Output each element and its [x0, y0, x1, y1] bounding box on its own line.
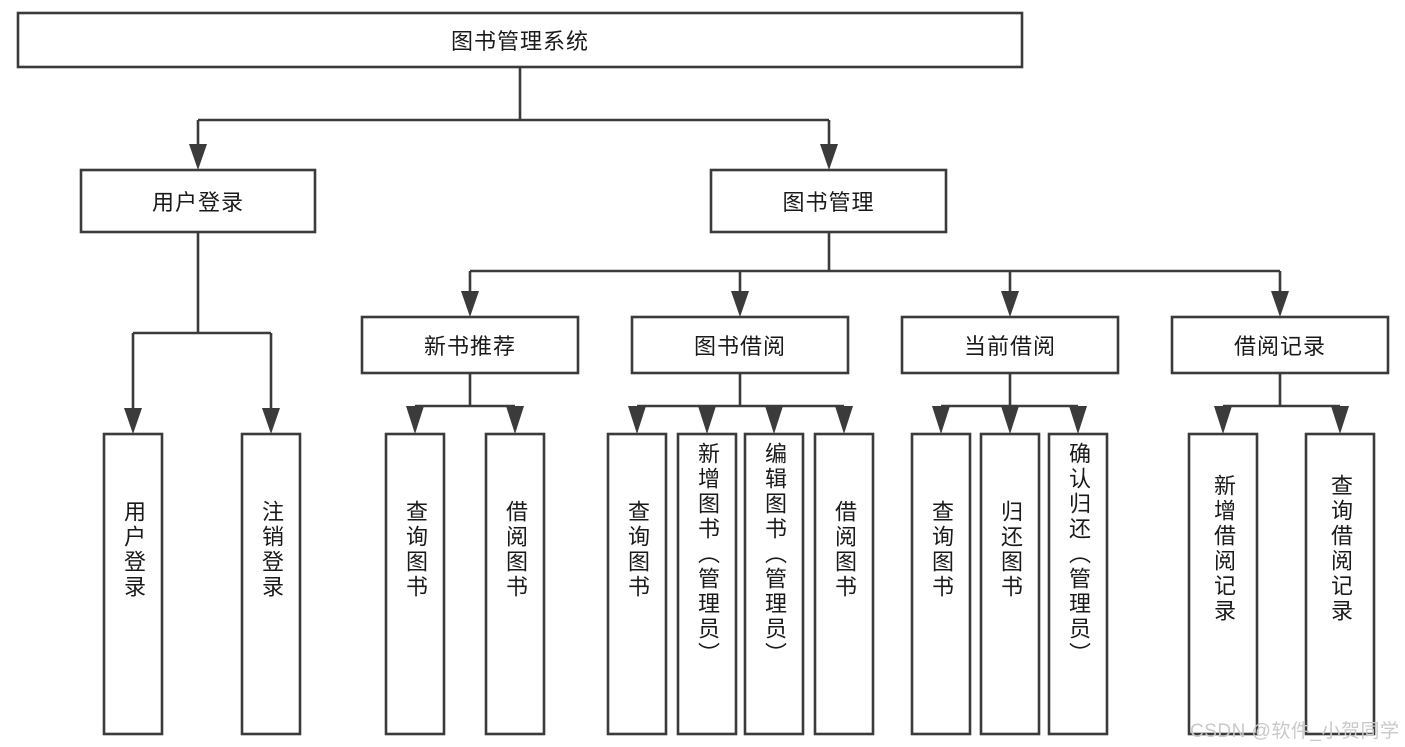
node-box-leaf-9[interactable]	[979, 432, 1041, 736]
arrow-head-icon-br-leaf2	[1331, 406, 1349, 434]
node-box-book-borrow[interactable]	[630, 315, 850, 375]
arrow-head-icon-records	[1271, 291, 1289, 317]
node-box-new-book-recommend[interactable]	[360, 315, 580, 375]
node-box-leaf-10[interactable]	[1047, 432, 1109, 736]
arrow-head-icon-bb-leaf4	[835, 406, 853, 434]
arrow-head-icon-borrow	[731, 291, 749, 317]
arrow-head-icon-bookmgmt	[820, 144, 838, 170]
arrow-head-icon-cb-leaf1	[932, 406, 950, 434]
node-box-leaf-6[interactable]	[743, 432, 805, 736]
arrow-head-icon-cb-leaf3	[1069, 406, 1087, 434]
arrow-head-icon-cb-leaf2	[1001, 406, 1019, 434]
arrow-head-icon-login	[189, 144, 207, 170]
node-box-leaf-3[interactable]	[484, 432, 546, 736]
arrow-head-icon-new-books	[461, 291, 479, 317]
arrow-head-icon-current	[1001, 291, 1019, 317]
node-box-leaf-5[interactable]	[676, 432, 738, 736]
node-box-leaf-0[interactable]	[102, 432, 164, 736]
arrow-head-icon-bb-leaf1	[628, 406, 646, 434]
node-box-book-management[interactable]	[709, 168, 948, 234]
node-box-leaf-4[interactable]	[606, 432, 668, 736]
csdn-watermark: CSDN @软件_小贺同学	[1190, 721, 1400, 742]
arrow-head-icon-login-leaf1	[124, 408, 142, 434]
node-box-user-login[interactable]	[79, 168, 317, 234]
arrow-head-icon-nb-leaf2	[506, 406, 524, 434]
arrow-head-icon-bb-leaf2	[698, 406, 716, 434]
node-box-leaf-1[interactable]	[240, 432, 302, 736]
node-box-root[interactable]	[16, 11, 1024, 69]
node-box-leaf-11[interactable]	[1187, 432, 1259, 736]
arrow-head-icon-bb-leaf3	[765, 406, 783, 434]
arrow-head-icon-br-leaf1	[1214, 406, 1232, 434]
node-box-borrow-records[interactable]	[1170, 315, 1390, 375]
arrow-head-icon-login-leaf2	[262, 408, 280, 434]
node-box-leaf-2[interactable]	[384, 432, 446, 736]
node-box-leaf-7[interactable]	[813, 432, 875, 736]
node-box-current-borrow[interactable]	[900, 315, 1120, 375]
node-box-leaf-8[interactable]	[910, 432, 972, 736]
node-box-leaf-12[interactable]	[1304, 432, 1376, 736]
arrow-head-icon-nb-leaf1	[406, 406, 424, 434]
